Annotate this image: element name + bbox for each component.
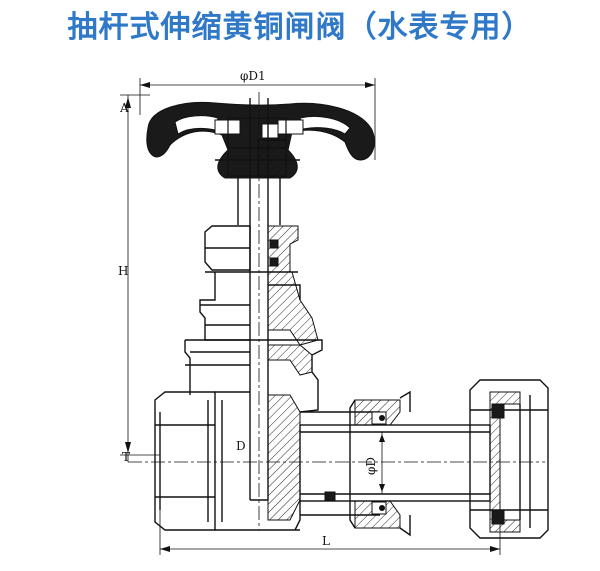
d1-dimension: φD1 bbox=[139, 69, 376, 160]
union-nut bbox=[469, 379, 549, 539]
handwheel bbox=[146, 101, 375, 179]
height-dimension: A H T bbox=[118, 94, 160, 464]
bore-label: D bbox=[236, 439, 246, 453]
length-dimension: L bbox=[159, 505, 501, 555]
svg-text:H: H bbox=[118, 264, 128, 278]
svg-text:A: A bbox=[119, 101, 129, 115]
bore-dia-label: φD bbox=[364, 457, 378, 475]
page-title: 抽杆式伸缩黄铜闸阀（水表专用） bbox=[67, 10, 533, 45]
telescopic-pipe: φD bbox=[299, 390, 491, 537]
valve-body: D bbox=[154, 339, 323, 531]
packing-nut bbox=[204, 225, 299, 273]
length-label: L bbox=[322, 534, 330, 548]
d1-label: φD1 bbox=[240, 69, 266, 83]
svg-text:T: T bbox=[122, 450, 130, 464]
